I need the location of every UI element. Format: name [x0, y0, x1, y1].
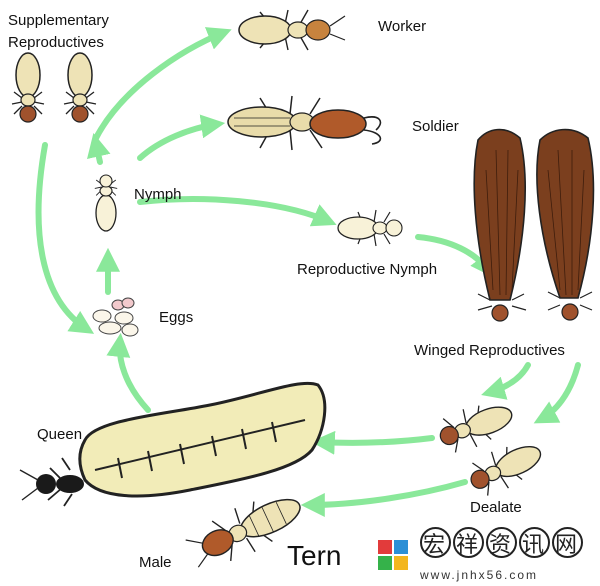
watermark-char: 网 — [552, 527, 583, 558]
watermark-char: 祥 — [453, 527, 484, 558]
watermark-char: 宏 — [420, 527, 451, 558]
label-reproductive-nymph: Reproductive Nymph — [297, 261, 438, 278]
arrow-supplementary-to-eggs — [35, 142, 95, 334]
egg-cluster — [92, 297, 139, 337]
label-worker: Worker — [378, 18, 427, 35]
supplementary-reproductive-2 — [63, 52, 97, 123]
queen-termite — [19, 381, 327, 507]
arrow-nymph-to-worker — [92, 27, 232, 143]
arrow-nymph-to-soldier — [137, 114, 226, 161]
label-queen: Queen — [37, 426, 83, 443]
arrow-winged-to-dealate-2 — [533, 362, 581, 424]
dealate-termite-1 — [439, 405, 513, 453]
winged-reproductive-2 — [536, 128, 595, 321]
arrow-dealate-to-queen — [310, 430, 435, 455]
dealate-termite-2 — [470, 445, 542, 496]
label-eggs: Eggs — [159, 309, 194, 326]
label-winged-reproductives: Winged Reproductives — [414, 342, 565, 359]
label-nymph: Nymph — [134, 186, 182, 203]
arrow-winged-to-dealate-1 — [481, 362, 531, 400]
label-male: Male — [139, 554, 172, 571]
soldier-termite — [227, 95, 382, 151]
arrow-nymph-to-repro-nymph — [137, 196, 337, 227]
label-soldier: Soldier — [412, 118, 459, 135]
arrow-dealate-to-male — [300, 479, 468, 517]
arrow-queen-to-eggs — [106, 332, 151, 413]
watermark-char: 讯 — [519, 527, 550, 558]
lifecycle-arrows — [35, 27, 581, 517]
arrow-nymph-to-supplementary — [87, 132, 111, 165]
worker-termite — [238, 9, 346, 51]
label-dealate: Dealate — [470, 499, 522, 516]
partial-title-text: Tern — [287, 540, 342, 571]
watermark-char: 资 — [486, 527, 517, 558]
nymph-termite — [94, 174, 118, 232]
supplementary-reproductive-1 — [11, 52, 45, 123]
watermark-text: 宏祥资讯网 — [420, 527, 585, 559]
male-termite — [185, 498, 301, 568]
reproductive-nymph-termite — [337, 209, 403, 247]
watermark-logo-icon — [378, 540, 408, 570]
watermark-url: www.jnhx56.com — [420, 568, 539, 582]
label-supplementary-reproductives: Supplementary Reproductives — [8, 12, 109, 51]
winged-reproductive-1 — [473, 128, 527, 322]
